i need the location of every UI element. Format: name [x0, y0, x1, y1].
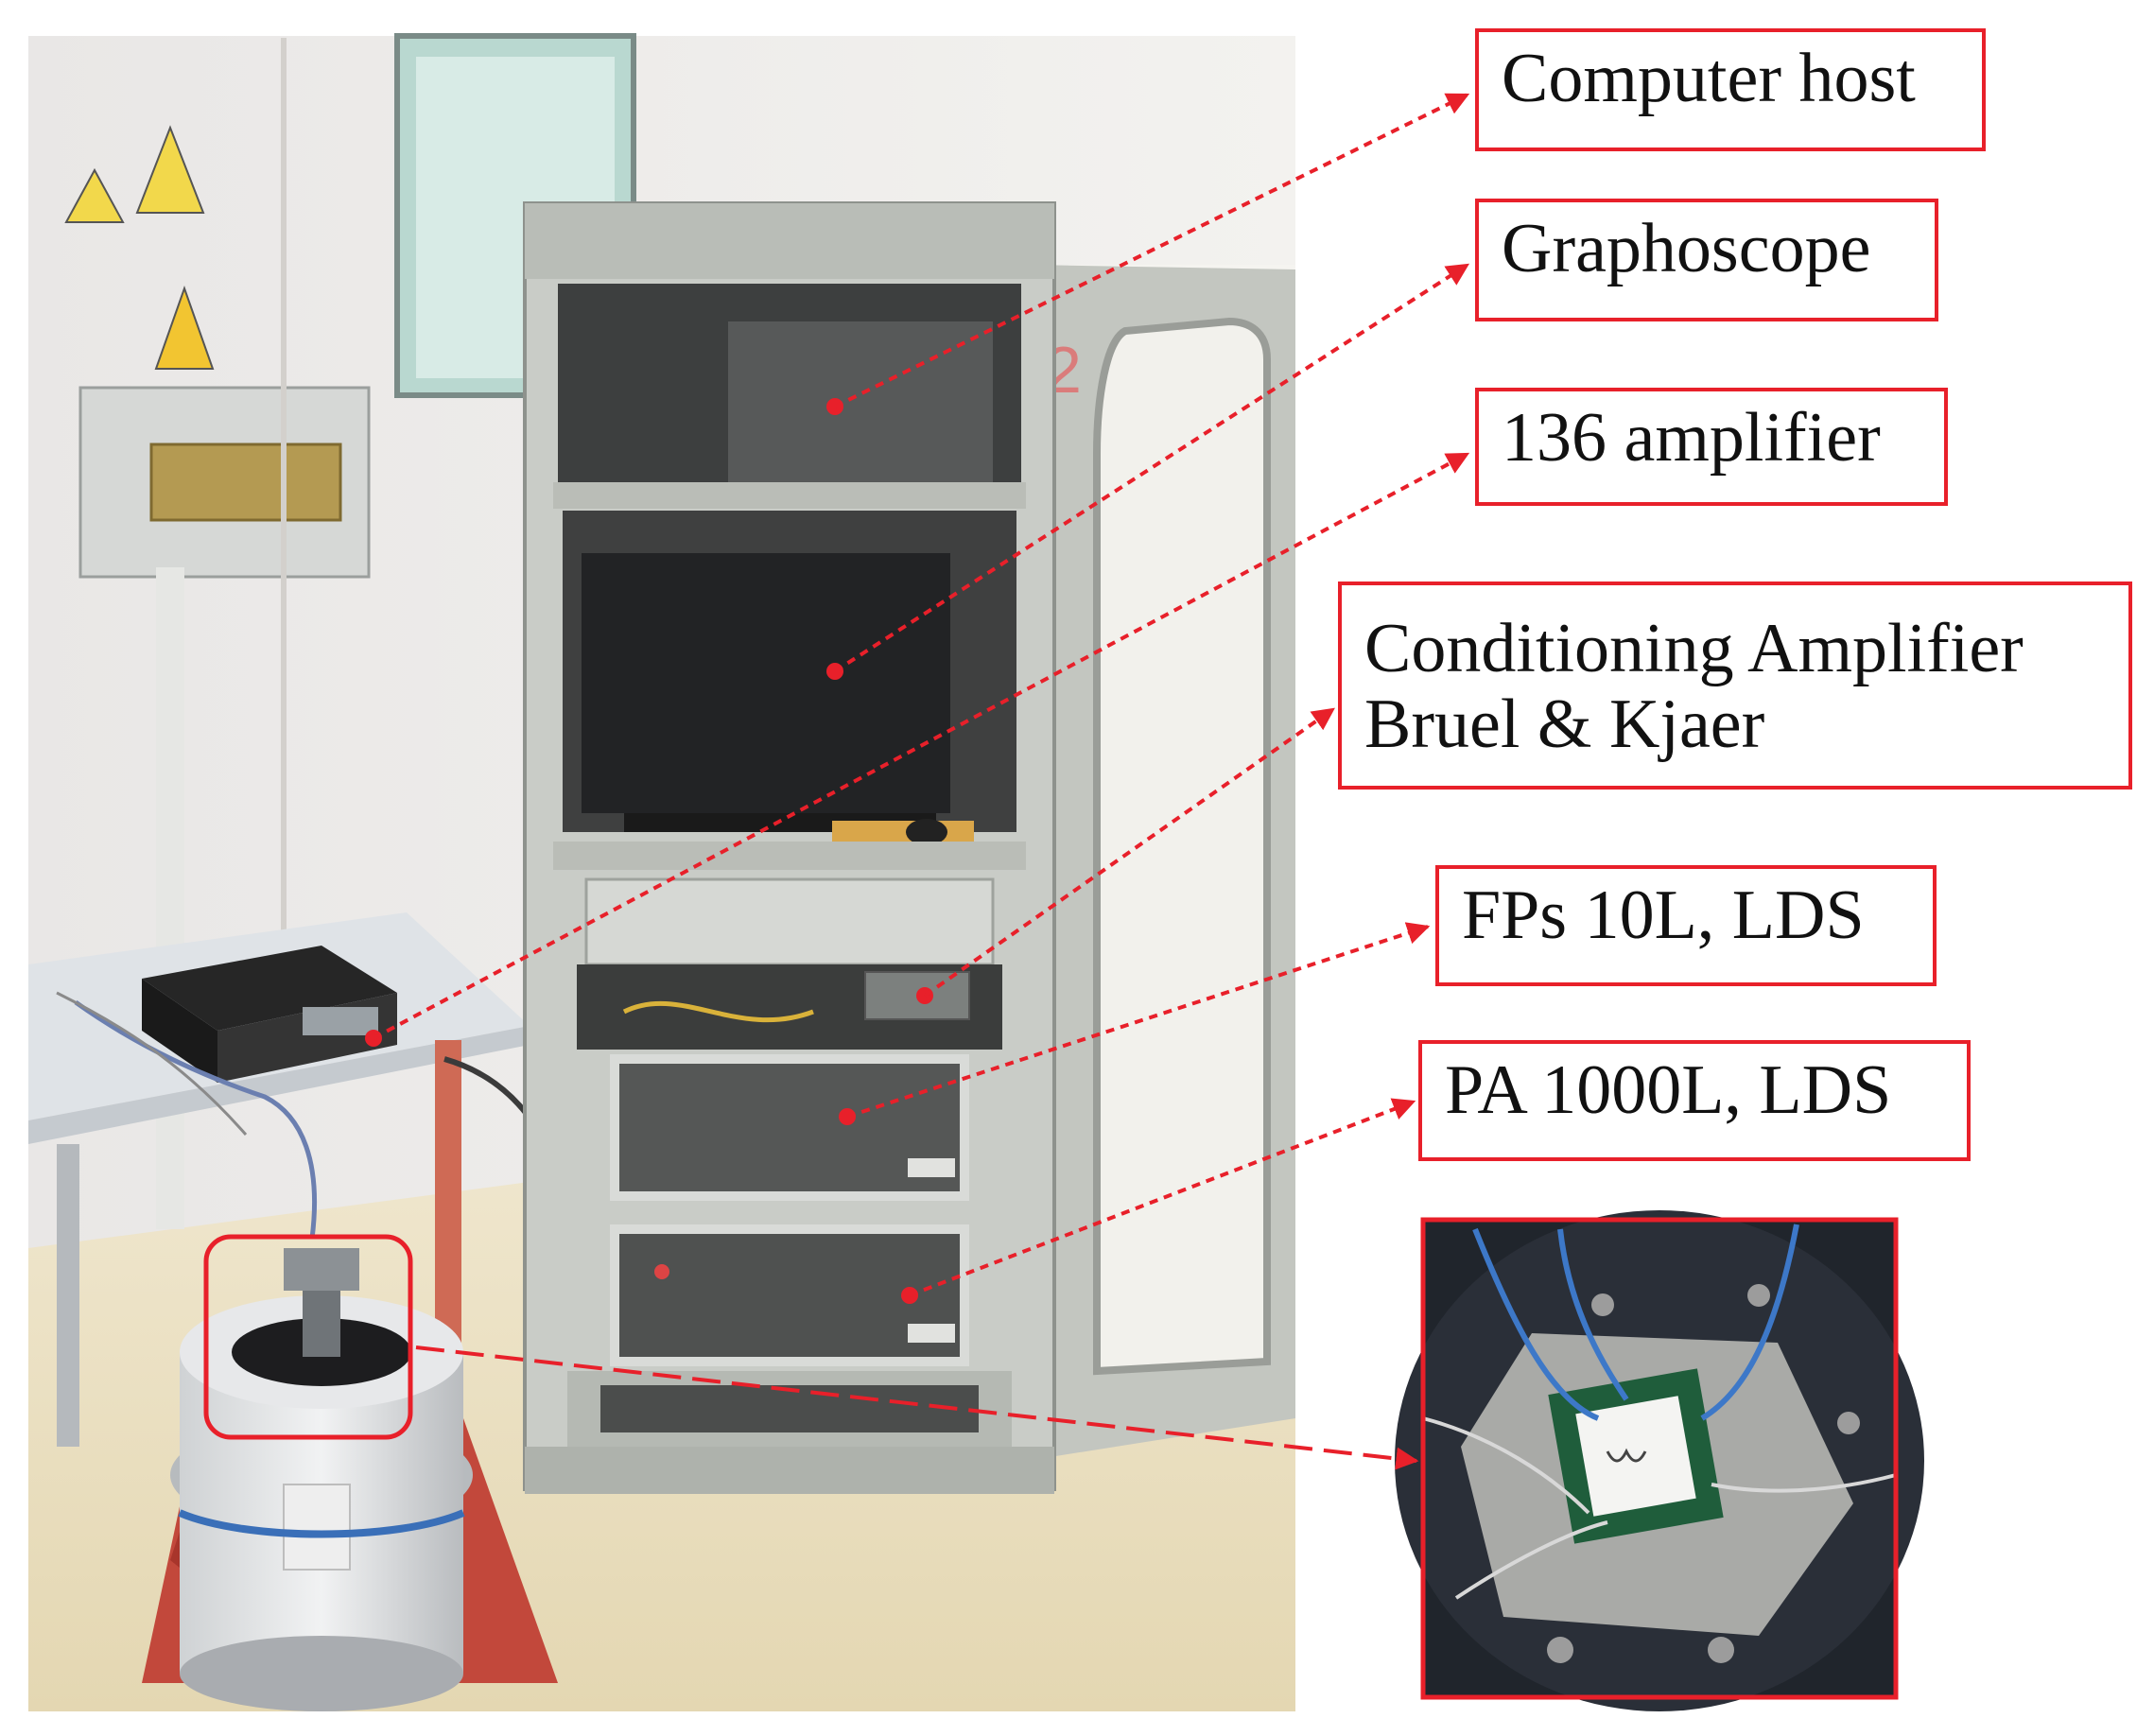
label-136-amplifier-text: 136 amplifier [1502, 399, 1881, 477]
leader-lines [373, 93, 1470, 1470]
vibration-shaker [142, 1248, 558, 1711]
label-conditioning-line2: Bruel & Kjaer [1364, 685, 1765, 763]
cabinet-door: 2 [1026, 265, 1295, 1461]
shaker-highlight-box [203, 1234, 413, 1440]
label-conditioning-amplifier: Conditioning Amplifier Bruel & Kjaer [1338, 582, 2132, 790]
label-fps-10l: FPs 10L, LDS [1435, 865, 1937, 986]
label-computer-host: Computer host [1475, 28, 1986, 151]
label-pa-1000l-text: PA 1000L, LDS [1445, 1051, 1892, 1129]
label-136-amplifier: 136 amplifier [1475, 388, 1948, 506]
label-pa-1000l: PA 1000L, LDS [1418, 1040, 1971, 1161]
label-fps-10l-text: FPs 10L, LDS [1462, 877, 1865, 954]
label-graphoscope: Graphoscope [1475, 199, 1938, 321]
label-computer-host-text: Computer host [1502, 40, 1916, 117]
label-conditioning-line1: Conditioning Amplifier [1364, 610, 2024, 687]
equipment-rack [523, 201, 1056, 1494]
label-graphoscope-text: Graphoscope [1502, 210, 1871, 287]
warning-sign-icon [64, 125, 215, 370]
inset-sensor-photo [1395, 1210, 1924, 1711]
main-photo: 2 [28, 33, 1295, 1711]
